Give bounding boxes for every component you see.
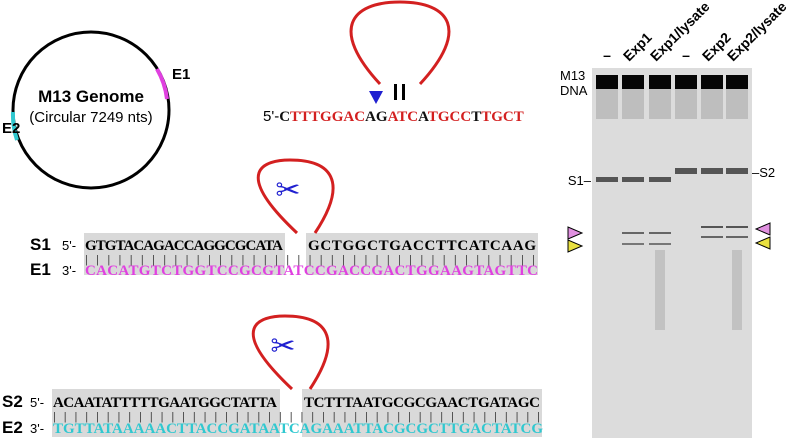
s1-band (649, 177, 671, 182)
s2-band (701, 168, 723, 174)
product-band (622, 232, 644, 234)
s2-left-seq: ACAATATTTTTGAATGGCTATTA (53, 395, 277, 411)
lane-label: – (603, 47, 611, 63)
pink-arrowhead-icon (567, 226, 584, 240)
e1-strand-label: E1 (30, 260, 51, 279)
sequence-segment: ATC (388, 109, 419, 125)
smear (701, 89, 723, 119)
s1-e1-duplex: ✂ S1 5'- GTGTACAGACCAGGCGCATA GCTGGCTGAC… (30, 158, 538, 279)
s1-band (596, 177, 618, 182)
smear (596, 89, 618, 119)
dnazyme-loop (251, 314, 330, 391)
sequence-segment: T (471, 109, 481, 125)
genome-subtitle: (Circular 7249 nts) (29, 109, 152, 126)
sequence-segment: C (279, 109, 290, 125)
s1-band (622, 177, 644, 182)
gel-background (592, 68, 752, 438)
lane-label: – (682, 47, 690, 63)
s1-band-label: S1– (568, 173, 592, 188)
m13-dna-label: DNA (560, 83, 588, 98)
e1-label: E1 (172, 66, 190, 83)
m13-band (675, 75, 697, 89)
hairpin-loop (349, 0, 451, 86)
s2-label: S2 (2, 392, 23, 411)
dnazyme-loop (256, 158, 335, 235)
s1-left-seq: GTGTACAGACCAGGCGCATA (85, 238, 283, 254)
sequence-segment: A (418, 109, 429, 125)
duplex-shade (52, 389, 280, 437)
s2-band (726, 168, 748, 174)
cleavage-site-arrow-icon (369, 91, 383, 104)
product-band (701, 226, 723, 228)
duplex-shade (302, 389, 542, 437)
lysate-smear (732, 250, 742, 330)
m13-band (622, 75, 644, 89)
product-band (726, 236, 748, 238)
s1-prefix: 5'- (62, 238, 76, 253)
scissors-icon: ✂ (270, 330, 295, 363)
e1-arc (155, 67, 169, 100)
s2-e2-duplex: ✂ S2 5'- ACAATATTTTTGAATGGCTATTA TCTTTAA… (2, 314, 543, 437)
product-band (649, 232, 671, 234)
e2-prefix: 3'- (30, 421, 44, 436)
lane-label: Exp2/lysate (724, 0, 790, 64)
lane-label: Exp1 (620, 29, 655, 64)
e1-seq: CACATGTCTGGTCCGCGTATCCGACCGACTGGAAGTAGTT… (85, 263, 538, 279)
s2-right-seq: TCTTTAATGCGCGAACTGATAGC (304, 395, 540, 411)
base-pair-ticks: | | | | | | | | | | | | | | | | | | | | … (85, 254, 535, 266)
product-band (649, 243, 671, 245)
yellow-arrowhead-icon (754, 236, 771, 250)
smear (649, 89, 671, 119)
duplex-shade (84, 233, 285, 275)
pink-arrowhead-icon (754, 222, 771, 236)
smear (675, 89, 697, 119)
genome-diagram: M13 Genome (Circular 7249 nts) E1 E2 (2, 30, 190, 190)
s2-prefix: 5'- (30, 395, 44, 410)
scissors-icon: ✂ (275, 174, 300, 207)
s2-band-label: –S2 (752, 165, 775, 180)
gel-panel: M13 DNA S1– –S2 –Exp1Exp1/lysate–Exp2Exp… (560, 0, 790, 438)
sequence-segment: TTTGGAC (290, 109, 365, 125)
m13-band (649, 75, 671, 89)
m13-band (701, 75, 723, 89)
yellow-arrowhead-icon (567, 239, 584, 253)
sequence-segment: TGCT (481, 109, 524, 125)
e2-seq: TGTTATAAAAACTTACCGATAATCAGAAATTACGCGCTTG… (53, 421, 543, 437)
s1-right-seq: GCTGGCTGACCTTCATCAAG (308, 238, 536, 254)
e2-label: E2 (2, 120, 20, 137)
m13-label: M13 (560, 68, 585, 83)
base-pair-mark (402, 84, 405, 100)
genome-circle (11, 30, 171, 190)
product-band (726, 226, 748, 228)
base-pair-mark (394, 84, 397, 100)
hairpin-sequence: 5'-CTTTGGACAGATCATGCCTTGCT (263, 108, 524, 125)
s1-label: S1 (30, 235, 51, 254)
e1-prefix: 3'- (62, 263, 76, 278)
product-band (622, 243, 644, 245)
e2-arc (10, 111, 19, 141)
smear (726, 89, 748, 119)
sequence-segment: TGCC (428, 109, 471, 125)
hairpin-diagram: 5'-CTTTGGACAGATCATGCCTTGCT (263, 0, 524, 125)
m13-band (596, 75, 618, 89)
product-band (701, 236, 723, 238)
sequence-segment: AG (365, 109, 388, 125)
duplex-shade (306, 233, 538, 275)
e2-strand-label: E2 (2, 418, 23, 437)
smear (622, 89, 644, 119)
s2-band (675, 168, 697, 174)
lysate-smear (655, 250, 665, 330)
m13-band (726, 75, 748, 89)
genome-title: M13 Genome (38, 87, 144, 106)
